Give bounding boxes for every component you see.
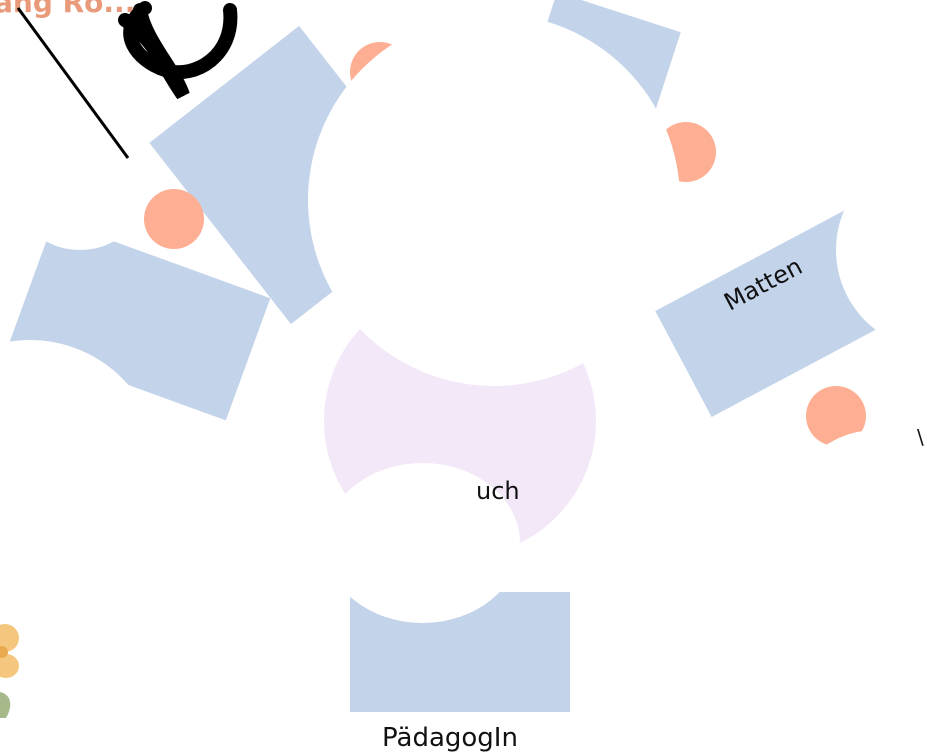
ampersand-scribble-icon [118, 1, 238, 100]
right-lower-white-circle [786, 430, 927, 610]
flower-decoration-icon [0, 624, 19, 718]
center-white-circle [308, 14, 680, 386]
label-right-edge-fragment: \ [917, 425, 924, 449]
header-title-fragment: ang Ro... [0, 0, 136, 19]
label-paedagogin: PädagogIn [382, 723, 518, 753]
left-lower-white-circle [0, 400, 200, 600]
label-buch-fragment: uch [476, 477, 520, 505]
dot-left [144, 189, 204, 249]
left-top-white-circle [20, 150, 140, 250]
bottom-white-circle [325, 463, 520, 623]
